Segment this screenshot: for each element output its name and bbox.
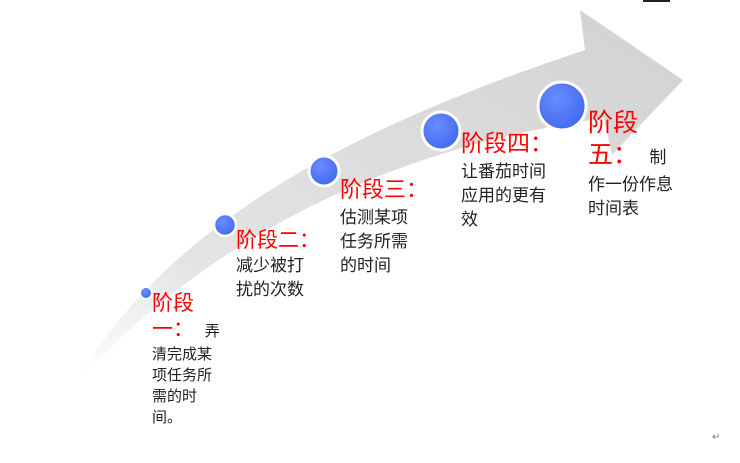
stage-1-body: 清完成某项任务所需的时间。 — [152, 345, 213, 426]
stage-4-body: 让番茄时间应用的更有效 — [461, 162, 546, 230]
stage-5-title-line2: 五： 制 — [588, 140, 698, 173]
stage-5-text: 阶段 五： 制 作一份作息时间表 — [588, 106, 698, 221]
stage-5-body-start: 制 — [649, 148, 667, 168]
paragraph-return-mark: ↵ — [712, 432, 721, 443]
stage-2-marker — [212, 212, 238, 238]
stage-1-body-start: 弄 — [204, 322, 220, 340]
stage-1-title-cont: 一： — [152, 317, 194, 341]
curved-arrow-shape — [78, 10, 683, 380]
stage-2-text: 阶段二： 减少被打扰的次数 — [236, 226, 332, 302]
stage-5-marker — [536, 80, 588, 132]
stage-3-text: 阶段三： 估测某项任务所需的时间 — [340, 176, 450, 278]
stage-4-title: 阶段四： — [461, 131, 553, 157]
stage-3-marker — [307, 154, 341, 188]
stage-1-marker — [139, 286, 153, 300]
stage-5-title-cont: 五： — [588, 140, 639, 169]
stage-5-body: 作一份作息时间表 — [588, 175, 673, 219]
stage-3-body: 估测某项任务所需的时间 — [340, 208, 408, 276]
top-border-fragment — [643, 0, 670, 2]
stage-1-title-line2: 一： 弄 — [152, 316, 232, 344]
stage-5-title: 阶段 — [588, 108, 639, 137]
stage-2-body: 减少被打扰的次数 — [236, 256, 304, 300]
stage-3-title: 阶段三： — [340, 178, 429, 203]
stage-4-text: 阶段四： 让番茄时间应用的更有效 — [461, 128, 571, 232]
stage-4-marker — [420, 110, 462, 152]
stage-1-title: 阶段 — [152, 291, 194, 315]
stage-2-title: 阶段二： — [236, 228, 320, 252]
stage-1-text: 阶段 一： 弄 清完成某项任务所需的时间。 — [152, 290, 232, 428]
